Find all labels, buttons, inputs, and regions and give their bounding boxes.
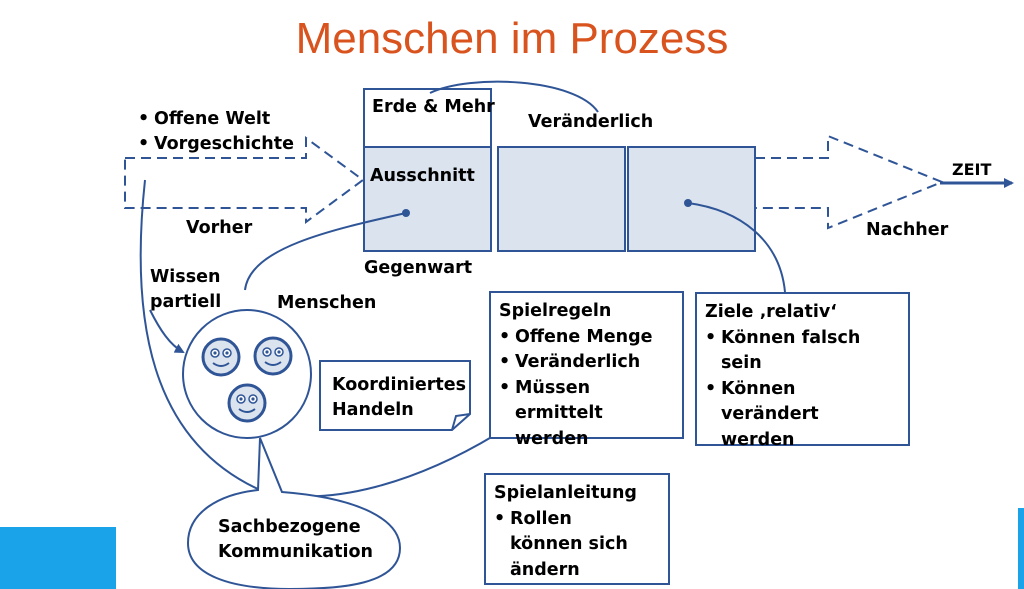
label-kommunikation: Kommunikation [218,542,373,562]
label-veraenderlich: Veränderlich [528,112,654,132]
list-item: Veränderlich [499,350,674,376]
list-item: Offene Menge [499,325,674,351]
erde-connector [429,80,599,113]
spielanleitung-box: Spielanleitung Rollen können sich ändern [484,473,670,585]
spielanleitung-heading: Spielanleitung [494,483,637,503]
label-partiell: partiell [150,292,222,312]
label-sachbezogene: Sachbezogene [218,517,361,537]
label-zeit: ZEIT [952,160,992,179]
menschen-connector [244,212,407,291]
list-item: Müssen ermittelt werden [499,376,674,453]
label-vorher: Vorher [186,218,253,238]
accent-bar-right [1018,508,1024,589]
kommunikation-connector [139,179,496,498]
process-box-middle [497,146,626,252]
smiley-icon [201,337,241,377]
smiley-icon [253,336,293,376]
bullet-vorgeschichte: Vorgeschichte [138,132,294,157]
left-bullet-list: Offene Welt Vorgeschichte [138,107,294,157]
spielregeln-box: Spielregeln Offene Menge Veränderlich Mü… [489,291,684,449]
process-box-ausschnitt [363,146,492,252]
spielanleitung-list: Rollen können sich ändern [494,507,660,584]
spielregeln-heading: Spielregeln [499,301,612,321]
ziele-box: Ziele ‚relativ‘ Können falsch sein Könne… [695,292,910,450]
process-box-right [627,146,756,252]
smiley-icon [227,383,267,423]
nachher-arrow [755,134,945,230]
spielregeln-list: Offene Menge Veränderlich Müssen ermitte… [499,325,674,453]
kommunikation-bubble [186,437,402,589]
list-item: Können falsch sein [705,326,861,377]
label-gegenwart: Gegenwart [364,258,473,278]
label-nachher: Nachher [866,220,949,240]
ziele-heading: Ziele ‚relativ‘ [705,302,837,322]
accent-bar-left [0,527,116,589]
list-item: Rollen können sich ändern [494,507,630,584]
label-handeln: Handeln [332,400,414,420]
label-menschen: Menschen [277,293,377,313]
label-koordiniert: Koordiniertes [332,375,467,395]
label-erde-mehr: Erde & Mehr [372,97,495,117]
label-wissen: Wissen [150,267,221,287]
ziele-connector [687,202,786,293]
vorher-arrow [124,136,365,224]
list-item: Können verändert werden [705,377,891,454]
ziele-list: Können falsch sein Können verändert werd… [705,326,900,454]
page-title: Menschen im Prozess [295,14,729,63]
wissen-connector [149,309,185,353]
koordiniert-note [319,360,471,431]
bullet-offene-welt: Offene Welt [138,107,294,132]
label-ausschnitt: Ausschnitt [370,166,475,186]
